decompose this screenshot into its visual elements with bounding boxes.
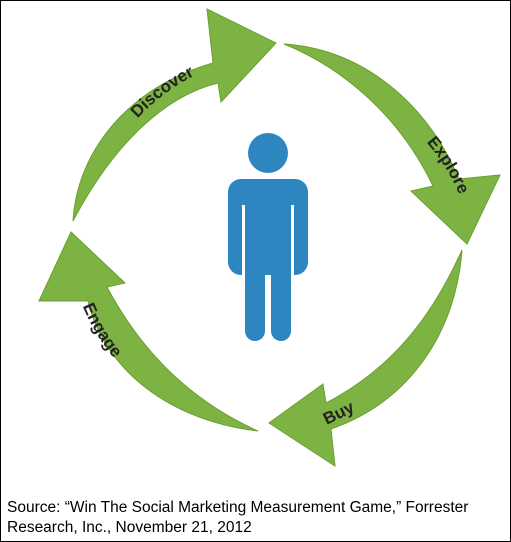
discover-arrow [72, 8, 277, 222]
explore-arrow [283, 43, 501, 245]
buy-arrow [268, 249, 463, 467]
person-arm-gaps [242, 205, 294, 342]
cycle-diagram: Discover Explore Buy Engage [38, 8, 501, 467]
engage-arrow [38, 231, 259, 432]
source-caption: Source: “Win The Social Marketing Measur… [7, 498, 507, 538]
source-caption-line-1: Source: “Win The Social Marketing Measur… [7, 499, 469, 516]
source-caption-line-2: Research, Inc., November 21, 2012 [7, 519, 252, 536]
person-icon [228, 133, 308, 341]
